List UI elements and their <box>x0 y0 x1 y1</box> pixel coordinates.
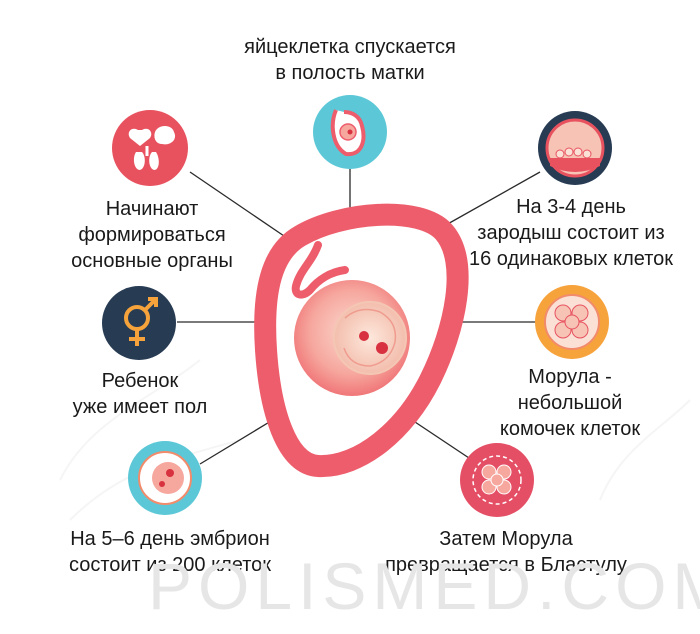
label-mid-right-line-3: комочек клеток <box>499 418 641 440</box>
embryo-200-cells-icon <box>128 441 202 515</box>
label-bottom-left-line-1: На 5–6 день эмбрион <box>70 528 270 550</box>
label-upper-left-line-1: Начинают <box>105 198 199 220</box>
connector-upper-left <box>189 171 288 239</box>
embryo-nucleus-1 <box>359 331 369 341</box>
label-mid-right: Морула - небольшой комочек клеток <box>480 364 660 442</box>
blastula-icon <box>460 443 534 517</box>
embryo-nucleus-2 <box>376 342 388 354</box>
label-bottom-left-line-2: состоит из 200 клеток <box>68 554 272 576</box>
connector-lines <box>177 169 541 465</box>
fallopian-tube <box>291 241 349 299</box>
watermark: POLISMED.COM <box>148 549 700 623</box>
embryo-16-cells-icon <box>538 111 612 185</box>
label-mid-left: Ребенок уже имеет пол <box>70 368 210 420</box>
gender-symbol-icon <box>102 286 176 360</box>
label-upper-right-line-1: На 3-4 день <box>516 196 626 218</box>
morula-icon <box>535 285 609 359</box>
label-upper-right-line-2: зародыш состоит из <box>477 222 665 244</box>
label-bottom-left: На 5–6 день эмбрион состоит из 200 клето… <box>50 526 290 578</box>
connector-bottom-right <box>411 419 476 463</box>
label-upper-left: Начинают формироваться основные органы <box>62 196 242 274</box>
label-mid-left-line-1: Ребенок <box>101 370 179 392</box>
label-mid-right-line-2: небольшой <box>517 392 623 414</box>
connector-bottom-left <box>199 417 277 465</box>
organs-icon <box>112 110 188 186</box>
egg-cell-descending-icon <box>313 95 387 169</box>
label-bottom-right-line-1: Затем Морула <box>439 528 573 550</box>
label-upper-right: На 3-4 день зародыш состоит из 16 одинак… <box>460 194 682 272</box>
connector-upper-right <box>436 171 541 231</box>
label-top-line-1: яйцеклетка спускается <box>244 36 456 58</box>
label-bottom-right-line-2: превращается в Бластулу <box>385 554 627 576</box>
label-upper-left-line-3: основные органы <box>71 250 233 272</box>
label-bottom-right: Затем Морула превращается в Бластулу <box>378 526 634 578</box>
uterus-outline <box>254 203 469 478</box>
label-mid-left-line-2: уже имеет пол <box>72 396 208 418</box>
label-top-line-2: в полость матки <box>275 62 425 84</box>
label-top: яйцеклетка спускается в полость матки <box>230 34 470 86</box>
uterus-with-embryo-icon <box>254 203 469 478</box>
label-mid-right-line-1: Морула - <box>528 366 612 388</box>
label-upper-left-line-2: формироваться <box>78 224 226 246</box>
label-upper-right-line-3: 16 одинаковых клеток <box>468 248 674 270</box>
